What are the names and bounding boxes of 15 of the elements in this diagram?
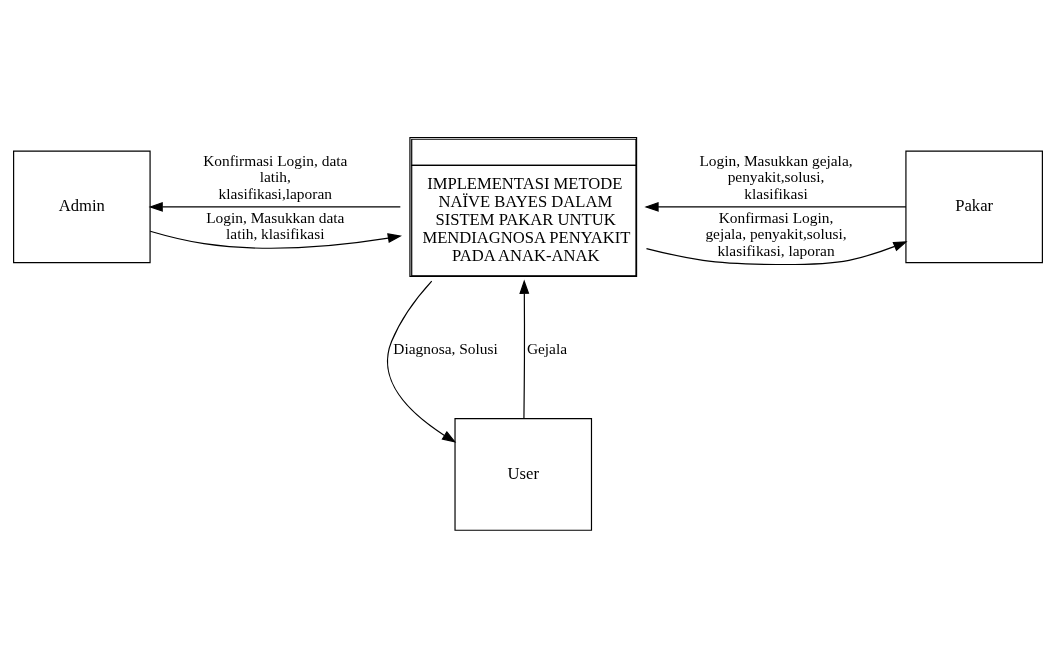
node-box: Pakar [905,150,1043,263]
edge-label: Konfirmasi Login, gejala, penyakit,solusi, klasifikasi, laporan [705,208,847,259]
node-box: User [454,417,593,531]
edge-label: Gejala [526,339,568,357]
arrow [148,201,401,212]
arrow [386,280,457,443]
node-box: Admin [13,150,151,263]
edge-label: Login, Masukkan data latih, klasifikasi [206,208,345,242]
arrow [645,240,908,265]
edge-label: Diagnosa, Solusi [393,339,498,357]
edge-label: Login, Masukkan gejala, penyakit,solusi, klasifikasi [699,151,853,202]
edge-label: Konfirmasi Login, data latih, klasifikasi,laporan [203,151,348,202]
arrow [519,279,530,419]
arrow [644,201,907,212]
arrow [149,230,402,249]
